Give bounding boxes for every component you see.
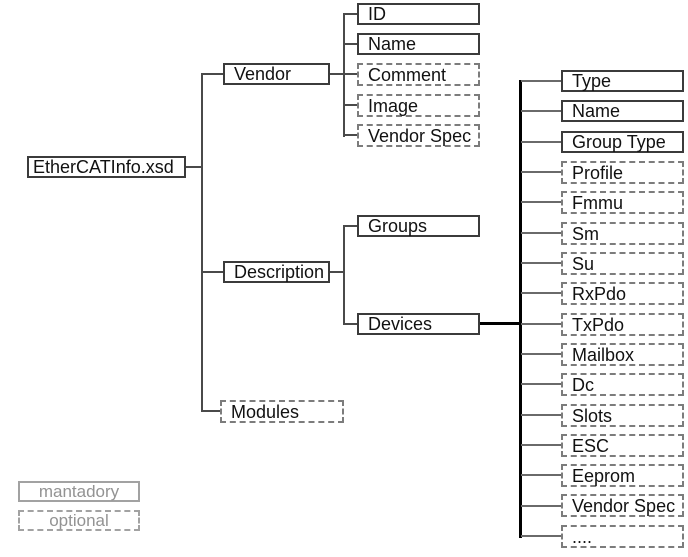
- connector-stub-eeprom: [521, 474, 561, 476]
- node-comment: Comment: [357, 63, 480, 86]
- connector-stub-su: [521, 262, 561, 264]
- connector-trunk-devices-children: [519, 80, 522, 538]
- node-vendor: Vendor: [223, 63, 330, 85]
- connector-stub-type: [521, 80, 561, 82]
- connector-stub-profile: [521, 171, 561, 173]
- legend-mandatory: mantadory: [18, 481, 140, 502]
- connector-stub-mailbox: [521, 353, 561, 355]
- connector-stub-name2: [521, 110, 561, 112]
- connector-description-trunk: [328, 271, 344, 273]
- node-sm: Sm: [561, 222, 684, 245]
- connector-devices-trunk: [479, 322, 522, 325]
- connector-stub-slots: [521, 414, 561, 416]
- connector-stub-vendor-spec: [343, 134, 358, 136]
- connector-stub-more: [521, 535, 561, 537]
- connector-stub-dc: [521, 383, 561, 385]
- node-profile: Profile: [561, 161, 684, 184]
- node-eeprom: Eeprom: [561, 464, 684, 487]
- connector-stub-esc: [521, 444, 561, 446]
- connector-root-trunk: [185, 166, 202, 168]
- legend-optional: optional: [18, 510, 140, 531]
- connector-stub-comment: [343, 73, 358, 75]
- connector-stub-group-type: [521, 141, 561, 143]
- node-groups: Groups: [357, 215, 480, 237]
- connector-stub-modules: [201, 410, 221, 412]
- connector-trunk-vendor-children: [343, 13, 345, 137]
- connector-stub-devices: [343, 323, 358, 325]
- connector-stub-rxpdo: [521, 292, 561, 294]
- node-devices: Devices: [357, 313, 480, 335]
- node-fmmu: Fmmu: [561, 191, 684, 214]
- node-txpdo: TxPdo: [561, 313, 684, 336]
- connector-stub-description: [201, 271, 223, 273]
- node-mailbox: Mailbox: [561, 343, 684, 366]
- connector-stub-id: [343, 13, 358, 15]
- connector-stub-vendor-spec2: [521, 505, 561, 507]
- node-dc: Dc: [561, 373, 684, 396]
- node-vendor-spec2: Vendor Spec: [561, 494, 684, 517]
- connector-trunk-level1: [201, 73, 203, 412]
- node-group-type: Group Type: [561, 131, 684, 153]
- connector-stub-sm: [521, 232, 561, 234]
- connector-stub-image: [343, 104, 358, 106]
- node-rxpdo: RxPdo: [561, 282, 684, 305]
- connector-stub-vendor: [201, 73, 223, 75]
- node-slots: Slots: [561, 404, 684, 427]
- node-description: Description: [223, 261, 330, 283]
- connector-stub-txpdo: [521, 323, 561, 325]
- connector-stub-groups: [343, 225, 358, 227]
- connector-stub-fmmu: [521, 201, 561, 203]
- node-ethercatinfo-xsd: EtherCATInfo.xsd: [27, 156, 186, 178]
- node-name: Name: [357, 33, 480, 55]
- node-vendor-spec: Vendor Spec: [357, 124, 480, 147]
- node-image: Image: [357, 94, 480, 117]
- node-modules: Modules: [220, 400, 344, 423]
- node-su: Su: [561, 252, 684, 275]
- connector-stub-name: [343, 43, 358, 45]
- connector-vendor-trunk: [329, 73, 344, 75]
- node-type: Type: [561, 70, 684, 92]
- node-esc: ESC: [561, 434, 684, 457]
- connector-trunk-description-children: [343, 225, 345, 325]
- node-name2: Name: [561, 100, 684, 122]
- node-more: ....: [561, 525, 684, 548]
- node-id: ID: [357, 3, 480, 25]
